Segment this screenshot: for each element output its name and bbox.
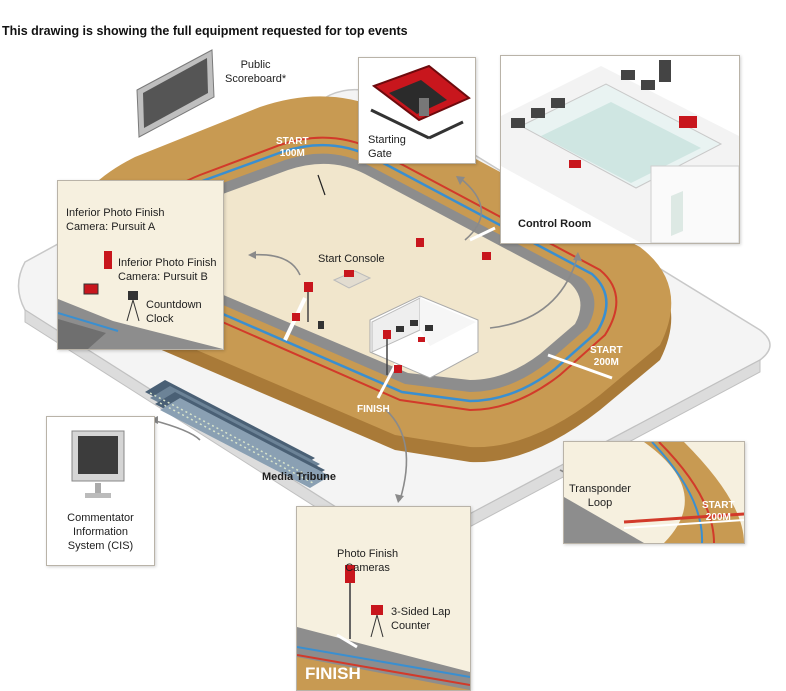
lap-counter-label: 3-Sided Lap Counter	[391, 606, 451, 632]
finish-panel-label: FINISH	[305, 664, 361, 683]
control-room-label: Control Room	[518, 218, 592, 230]
starting-gate-illustration	[370, 64, 471, 140]
starting-gate-label: Starting Gate	[368, 134, 406, 160]
start-100m-label: START 100M	[276, 136, 309, 159]
transponder-illustration	[564, 442, 744, 543]
transponder-label: Transponder Loop	[569, 483, 631, 509]
start-console-label: Start Console	[318, 253, 385, 265]
page-heading: This drawing is showing the full equipme…	[2, 24, 408, 38]
photo-finish-cameras-label: Photo Finish Cameras	[337, 548, 399, 574]
inferior-photo-finish-panel: Inferior Photo Finish Camera: Pursuit A …	[57, 180, 224, 350]
start-console-box	[332, 270, 372, 289]
control-room-panel: Control Room	[500, 55, 740, 244]
photo-finish-panel: Photo Finish Cameras 3-Sided Lap Counter…	[296, 506, 471, 691]
countdown-clock-label: Countdown Clock	[146, 299, 202, 325]
media-tribune-seats	[145, 380, 330, 488]
starting-gate-panel: Starting Gate	[358, 57, 476, 164]
track-equipment	[292, 238, 491, 375]
commentator-panel: Commentator Information System (CIS)	[46, 416, 155, 566]
finish-label: FINISH	[357, 404, 390, 415]
photo-finish-illustration	[297, 565, 470, 690]
transponder-start-label: START 200M	[702, 500, 735, 523]
cis-monitor-illustration	[71, 430, 125, 498]
inferior-pf-a-label: Inferior Photo Finish Camera: Pursuit A	[66, 207, 165, 233]
start-200m-label: START 200M	[590, 345, 623, 368]
inferior-photo-finish-illustration	[58, 251, 223, 349]
arrow-heads	[150, 176, 582, 503]
callout-arrows	[151, 177, 613, 501]
public-scoreboard-screen	[136, 49, 215, 138]
commentator-label: Commentator Information System (CIS)	[67, 512, 134, 552]
public-scoreboard-label: Public Scoreboard*	[225, 59, 287, 85]
media-tribune-label: Media Tribune	[262, 471, 336, 483]
control-room-illustration	[501, 60, 739, 243]
transponder-panel: Transponder Loop START 200M	[563, 441, 745, 544]
inferior-pf-b-label: Inferior Photo Finish Camera: Pursuit B	[118, 257, 217, 283]
